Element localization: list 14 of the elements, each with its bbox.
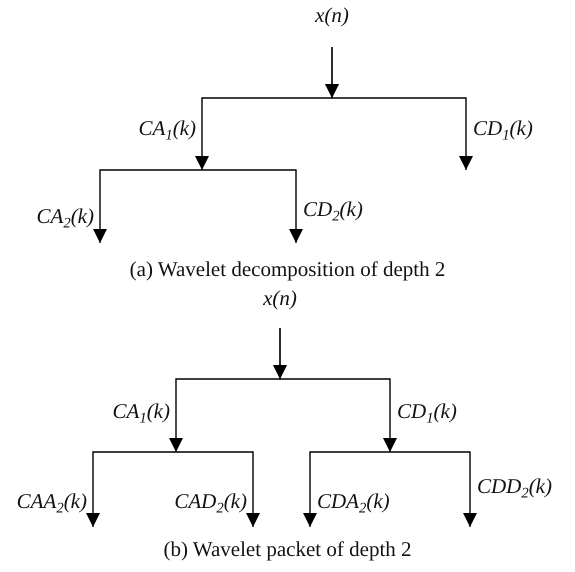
math-label: CAD$_{2}$(k) [174, 490, 247, 514]
math-label: x(n) [315, 4, 349, 28]
math-label: CA$_{1}$(k) [138, 117, 196, 140]
math-label: x(n) [263, 287, 297, 310]
math-label: CA$_{2}$(k) [36, 205, 94, 228]
figure-caption: (a) Wavelet decomposition of depth 2 [128, 258, 446, 282]
math-label: CAA$_{2}$(k) [16, 490, 87, 514]
math-label: CD$_{1}$(k) [473, 117, 533, 140]
math-label: CDA$_{2}$(k) [317, 490, 390, 514]
figure-caption: (b) Wavelet packet of depth 2 [162, 538, 413, 562]
math-label: CD$_{1}$(k) [397, 400, 457, 424]
math-label: CD$_{2}$(k) [303, 198, 363, 222]
math-label: CA$_{1}$(k) [112, 400, 170, 424]
math-label: CDD$_{2}$(k) [477, 475, 552, 498]
